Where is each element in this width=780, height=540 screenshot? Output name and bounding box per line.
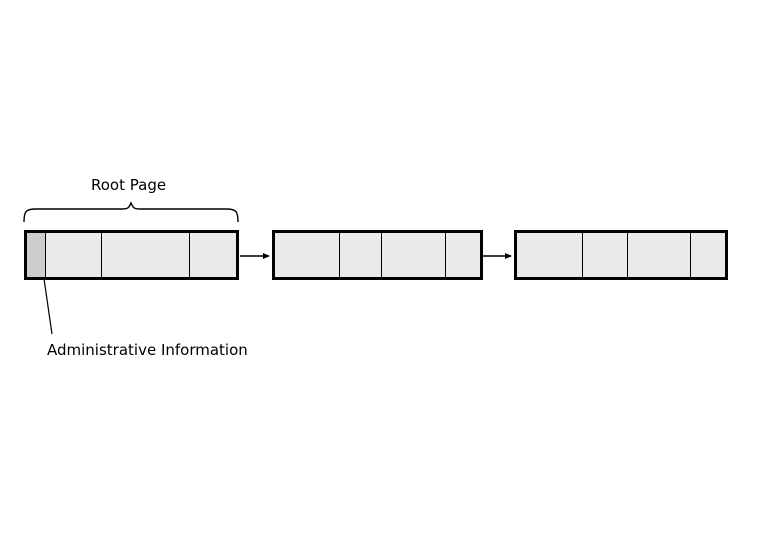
cell-divider <box>582 233 583 277</box>
cell-divider <box>339 233 340 277</box>
cell-divider <box>690 233 691 277</box>
cell-divider <box>189 233 190 277</box>
cell-divider <box>45 233 46 277</box>
root-page-box[interactable] <box>24 230 239 280</box>
cell-divider <box>101 233 102 277</box>
root-page-label: Root Page <box>91 176 167 194</box>
root-page-brace <box>23 201 239 223</box>
third-page-box[interactable] <box>514 230 728 280</box>
cell-divider <box>627 233 628 277</box>
administrative-information-label: Administrative Information <box>47 341 248 359</box>
cell-divider <box>381 233 382 277</box>
cell-divider <box>445 233 446 277</box>
second-page-box[interactable] <box>272 230 483 280</box>
administrative-information-cell[interactable] <box>27 233 45 277</box>
